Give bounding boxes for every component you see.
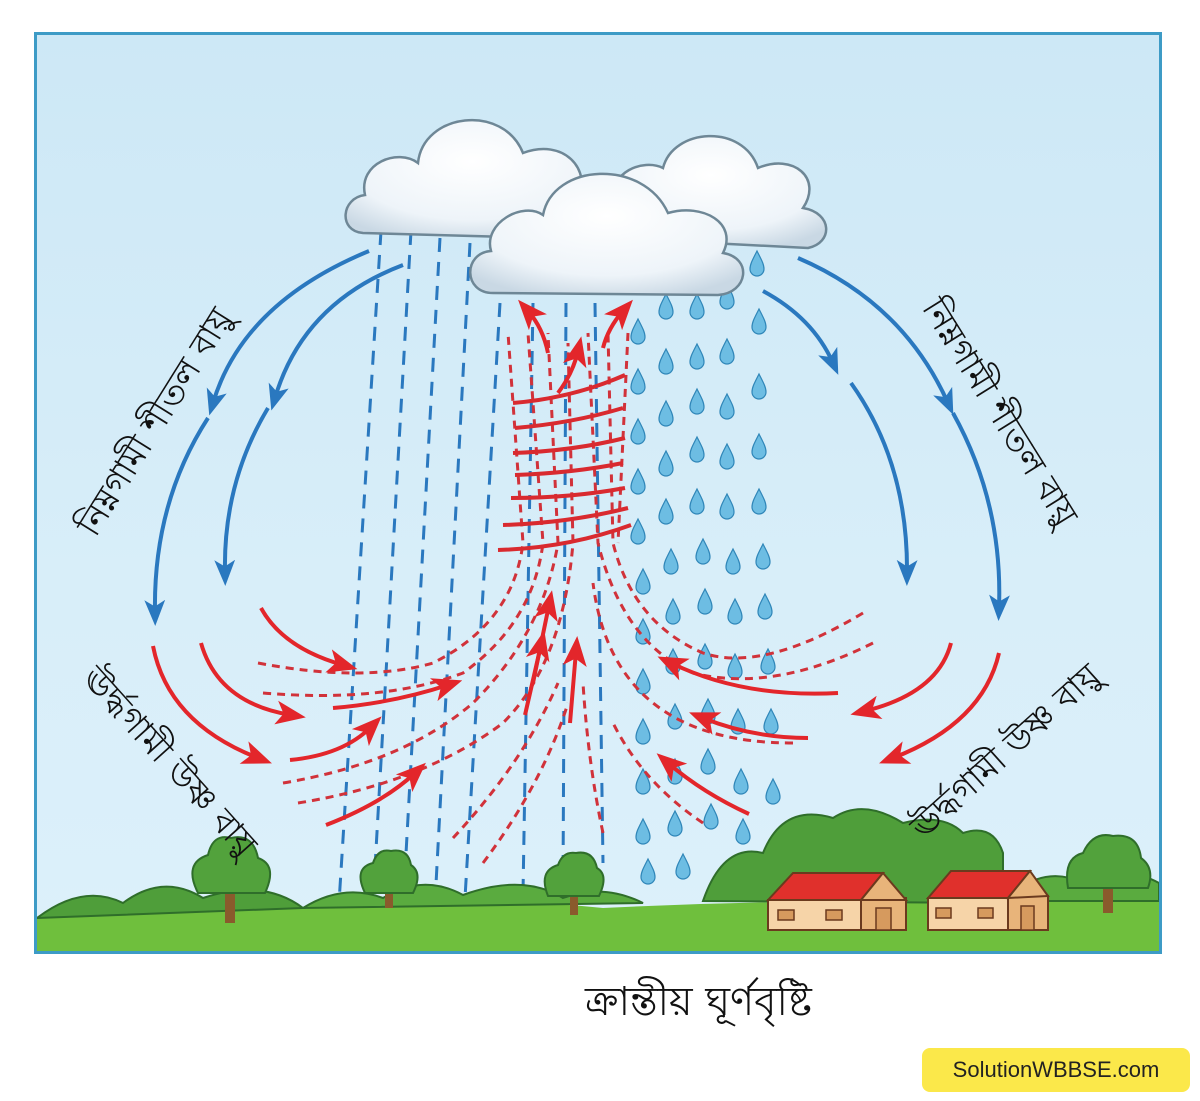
rain-clouds xyxy=(344,118,828,297)
house-1 xyxy=(765,871,909,931)
descending-cool-air-arrows-right xyxy=(762,256,1010,621)
watermark-badge: SolutionWBBSE.com xyxy=(922,1048,1190,1092)
trees xyxy=(191,834,1152,923)
diagram-title: ক্রান্তীয় ঘূর্ণবৃষ্টি xyxy=(585,979,812,1025)
diagram-illustration xyxy=(37,118,1159,951)
rising-warm-air-arrows-top xyxy=(518,299,633,395)
rising-spiral-lines xyxy=(497,373,632,552)
rising-warm-air-arrows-left xyxy=(151,590,587,827)
rain-streaks xyxy=(337,230,605,909)
ground-vegetation xyxy=(37,808,1159,951)
houses xyxy=(765,869,1050,931)
house-2 xyxy=(925,869,1050,931)
watermark-text: SolutionWBBSE.com xyxy=(952,1057,1160,1082)
diagram-frame: নিম্নগামী শীতল বায়ু নিম্নগামী শীতল বায়… xyxy=(34,32,1162,954)
descending-cool-air-arrows-left xyxy=(144,249,404,626)
rising-warm-air-arrows-right xyxy=(656,642,1001,816)
